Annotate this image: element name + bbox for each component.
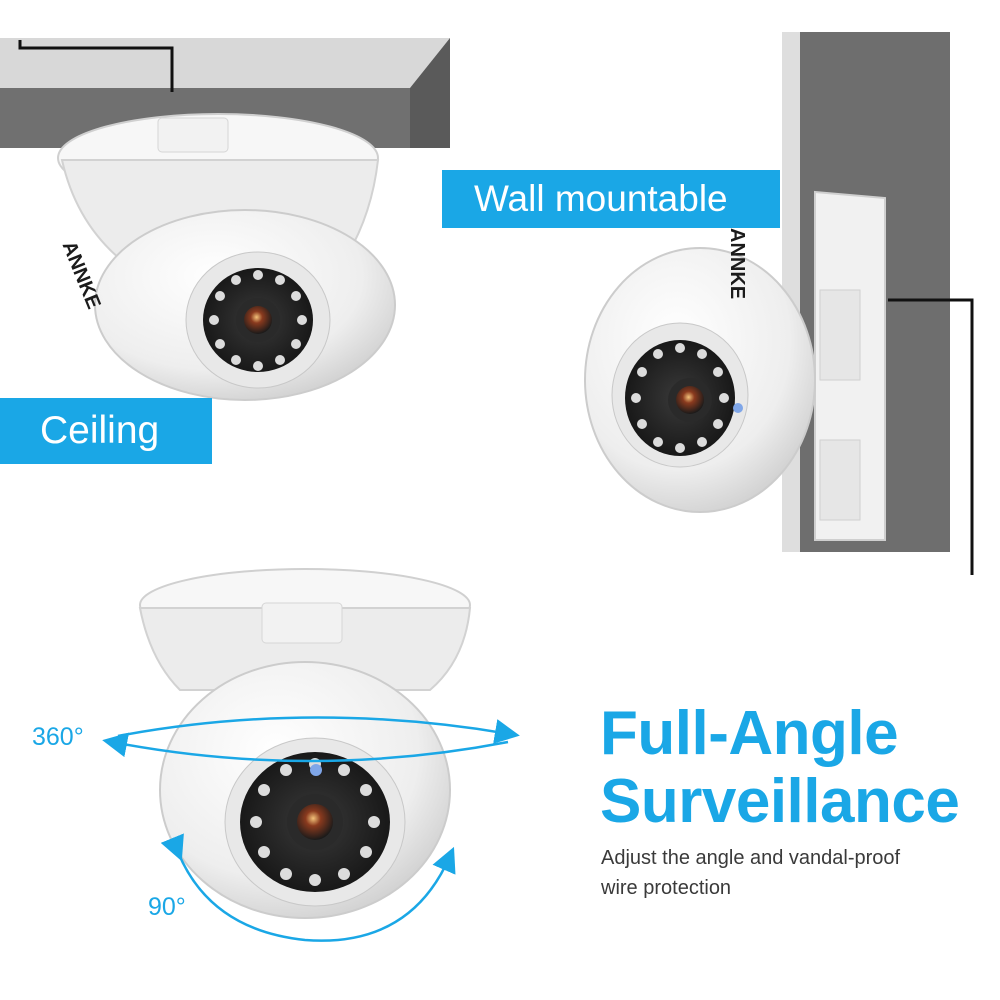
ceiling-text: Ceiling	[40, 409, 160, 452]
headline-line-2: Surveillance	[600, 767, 960, 836]
ceiling-cable	[18, 40, 174, 92]
feature-description-line-1: Adjust the angle and vandal-proof	[601, 847, 901, 869]
wall-mountable-label: Wall mountable	[442, 170, 780, 228]
adjustable-camera	[138, 568, 472, 919]
wall-cable	[888, 298, 974, 575]
headline-line-1: Full-Angle	[600, 699, 899, 768]
ceiling-camera	[57, 113, 396, 401]
ir-leds-wall	[631, 343, 729, 453]
angle-90-label: 90°	[148, 893, 186, 921]
wall-mountable-text: Wall mountable	[474, 178, 728, 219]
wall-camera	[584, 190, 886, 541]
ir-leds-ceiling	[209, 270, 307, 371]
rotation-360-arrow	[102, 716, 520, 763]
feature-description-line-2: wire protection	[601, 877, 732, 899]
headline: Full-Angle Surveillance	[600, 699, 960, 836]
brand-logo-wall: ANNKE	[726, 228, 748, 300]
ceiling-label: Ceiling	[0, 398, 212, 464]
tilt-90-arrow	[160, 833, 456, 942]
angle-360-label: 360°	[32, 723, 84, 751]
feature-description: Adjust the angle and vandal-proof wire p…	[601, 843, 981, 903]
